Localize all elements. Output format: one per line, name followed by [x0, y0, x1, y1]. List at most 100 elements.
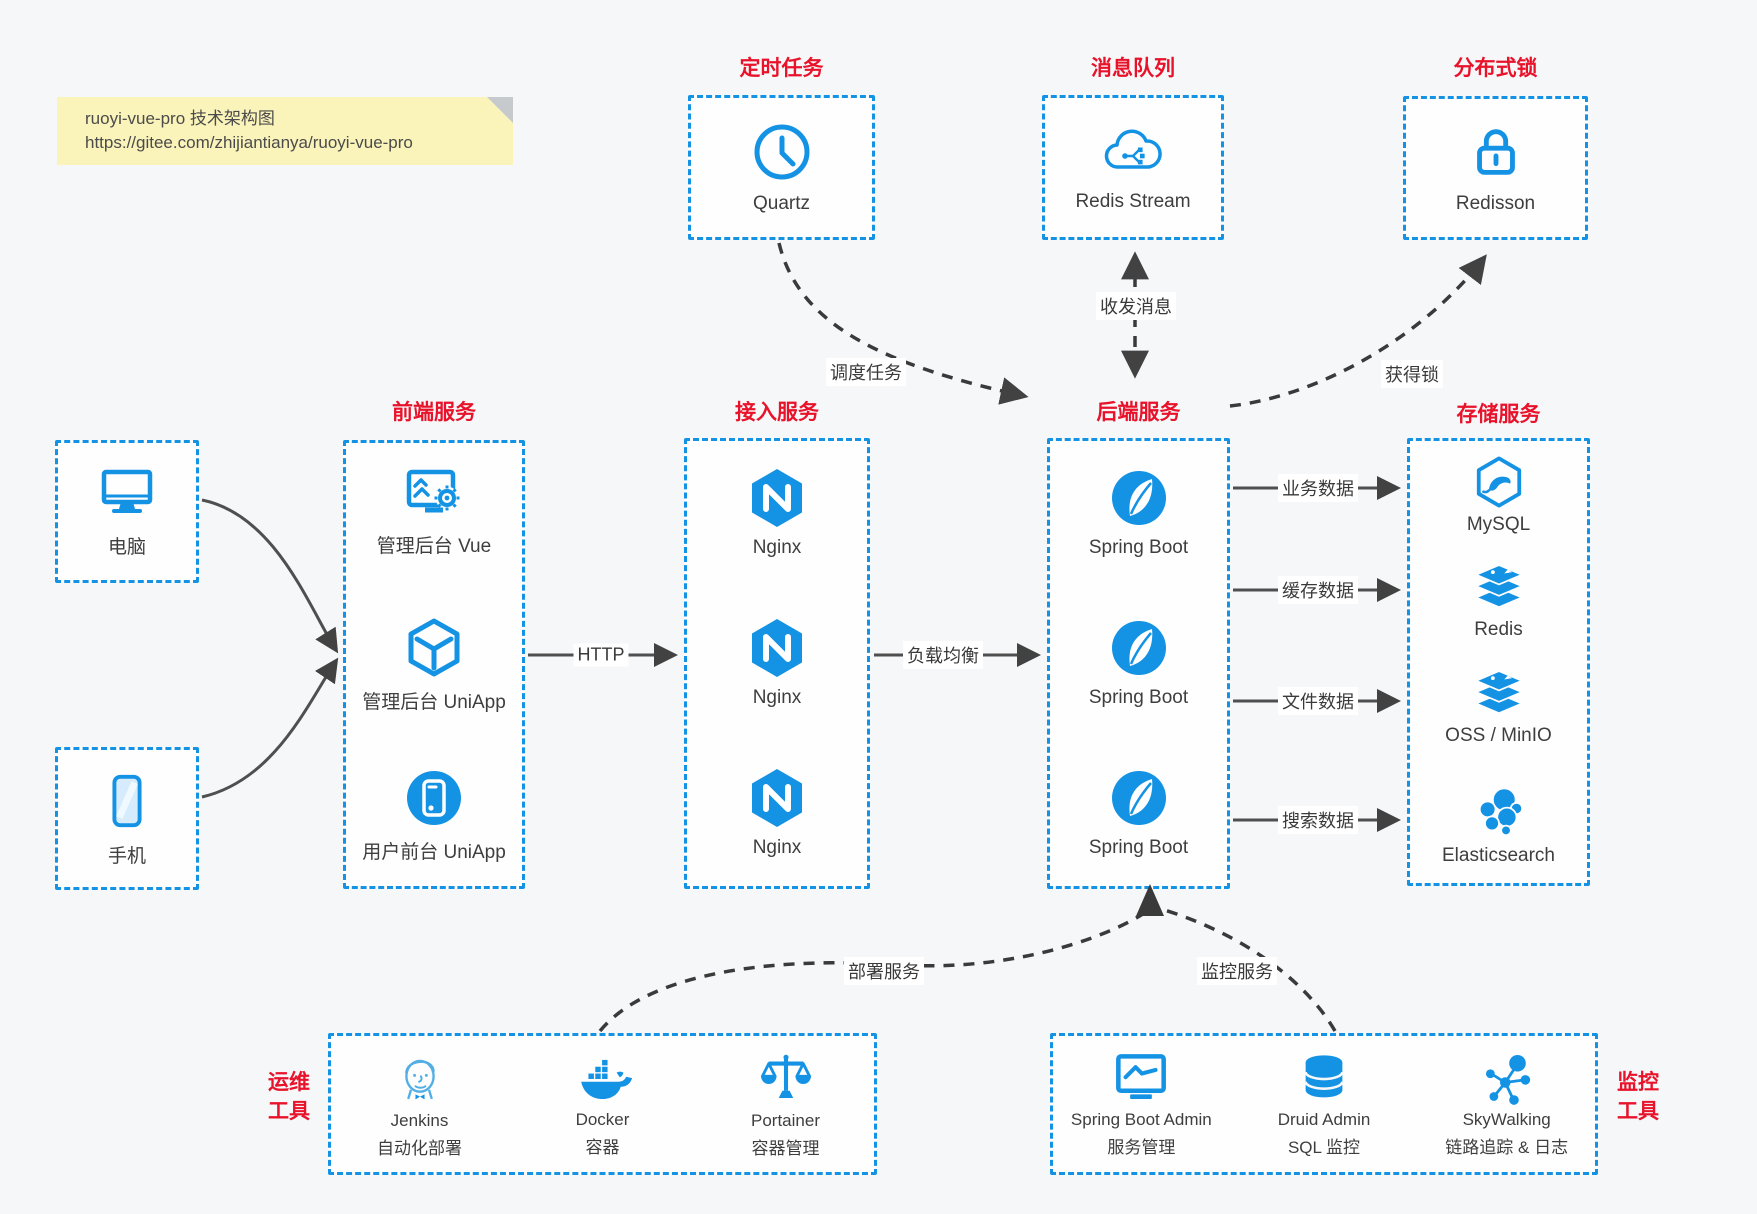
group-title-frontend: 前端服务	[392, 401, 476, 424]
node-elasticsearch: Elasticsearch	[1407, 784, 1590, 867]
node-nginx-3: Nginx	[684, 766, 870, 859]
node-oss-minio: OSS / MinIO	[1407, 666, 1590, 747]
sticky-note: ruoyi-vue-pro 技术架构图 https://gitee.com/zh…	[57, 97, 513, 165]
database-icon	[1304, 1054, 1344, 1097]
node-skywalking: SkyWalking 链路追踪 & 日志	[1415, 1051, 1598, 1158]
edge-label-schedule: 调度任务	[826, 358, 906, 386]
node-label: 管理后台 UniApp	[362, 692, 506, 713]
node-redis: Redis	[1407, 560, 1590, 641]
mysql-icon	[1476, 456, 1521, 508]
node-label: 管理后台 Vue	[376, 536, 492, 557]
node-admin-vue: 管理后台 Vue	[343, 466, 525, 558]
edge-label-http: HTTP	[573, 643, 629, 667]
box-ops-tools	[328, 1033, 877, 1175]
tool-desc: 容器	[585, 1137, 620, 1157]
ops-title-line2: 工具	[268, 1100, 310, 1123]
node-nginx-2: Nginx	[684, 616, 870, 709]
tool-name: Docker	[575, 1109, 630, 1129]
redis-stack-icon	[1473, 564, 1524, 609]
group-title-scheduled-tasks: 定时任务	[739, 57, 824, 80]
phone-icon	[112, 774, 142, 827]
node-label: Redis Stream	[1075, 191, 1191, 212]
cube-icon	[408, 618, 460, 677]
node-redis-stream: Redis Stream	[1042, 95, 1224, 240]
group-title-storage: 存储服务	[1456, 403, 1541, 426]
nginx-icon	[752, 619, 802, 677]
edge-label-search: 搜索数据	[1278, 806, 1358, 834]
clock-icon	[754, 124, 809, 180]
node-docker: Docker 容器	[511, 1051, 694, 1158]
node-label: OSS / MinIO	[1445, 725, 1552, 746]
node-quartz: Quartz	[688, 95, 875, 240]
monitor-tools-group: Spring Boot Admin 服务管理 Druid Admin SQL 监…	[1050, 1033, 1598, 1175]
edge-label-mq: 收发消息	[1096, 292, 1176, 320]
ops-tools-group: Jenkins 自动化部署 Docker 容器	[328, 1033, 877, 1175]
node-springboot-2: Spring Boot	[1047, 616, 1230, 709]
monitor-title-line2: 工具	[1617, 1100, 1659, 1123]
node-label: Quartz	[752, 193, 811, 214]
node-label: MySQL	[1466, 514, 1531, 535]
node-label: Redis	[1474, 619, 1523, 640]
node-springboot-admin: Spring Boot Admin 服务管理	[1050, 1051, 1233, 1158]
cloud-stream-icon	[1104, 129, 1162, 169]
nginx-icon	[752, 769, 802, 827]
node-label: Spring Boot	[1088, 687, 1189, 708]
node-redisson: Redisson	[1403, 96, 1588, 240]
edge-label-lock: 获得锁	[1381, 360, 1443, 388]
node-portainer: Portainer 容器管理	[694, 1050, 877, 1159]
tool-desc: 链路追踪 & 日志	[1445, 1137, 1569, 1157]
box-quartz	[688, 95, 875, 240]
node-label: Nginx	[752, 687, 802, 708]
node-label: Elasticsearch	[1442, 845, 1555, 866]
ops-title-line1: 运维	[268, 1071, 310, 1094]
edge-label-monitor: 监控服务	[1197, 957, 1277, 985]
box-redisson	[1403, 96, 1588, 240]
note-title: ruoyi-vue-pro 技术架构图	[85, 109, 275, 128]
node-label: Nginx	[752, 537, 802, 558]
monitor-chart-icon	[1116, 1053, 1167, 1099]
note-url: https://gitee.com/zhijiantianya/ruoyi-vu…	[85, 133, 413, 152]
edge-label-load-balance: 负载均衡	[903, 641, 983, 669]
admin-vue-icon	[406, 469, 460, 513]
node-nginx-1: Nginx	[684, 466, 870, 559]
group-title-access: 接入服务	[735, 401, 819, 424]
jenkins-icon	[404, 1059, 435, 1099]
nginx-icon	[752, 469, 802, 527]
desktop-icon	[101, 469, 153, 513]
edge-label-biz: 业务数据	[1278, 474, 1358, 502]
group-title-backend: 后端服务	[1096, 401, 1181, 424]
group-title-message-queue: 消息队列	[1091, 57, 1175, 80]
node-label: Redisson	[1455, 192, 1536, 214]
node-label: 用户前台 UniApp	[362, 842, 506, 863]
node-jenkins: Jenkins 自动化部署	[328, 1050, 511, 1159]
edge-phone-frontend	[201, 657, 339, 799]
app-circle-icon	[407, 771, 461, 825]
tool-name: Portainer	[751, 1110, 820, 1130]
lock-icon	[1476, 128, 1515, 175]
node-pc: 电脑	[55, 440, 199, 583]
node-phone: 手机	[55, 747, 199, 890]
tool-name: Spring Boot Admin	[1070, 1109, 1212, 1129]
group-title-distributed-lock: 分布式锁	[1453, 57, 1538, 80]
spring-icon	[1111, 621, 1166, 675]
tool-name: SkyWalking	[1462, 1109, 1551, 1129]
node-label: 电脑	[107, 536, 146, 558]
node-druid-admin: Druid Admin SQL 监控	[1233, 1051, 1416, 1158]
monitor-title-line1: 监控	[1617, 1071, 1659, 1094]
tool-desc: 自动化部署	[377, 1138, 462, 1158]
portainer-icon	[760, 1054, 811, 1098]
tool-desc: SQL 监控	[1287, 1137, 1361, 1157]
node-springboot-1: Spring Boot	[1047, 466, 1230, 559]
group-title-monitor-tools: 监控 工具	[1602, 1068, 1674, 1126]
node-label: 手机	[107, 845, 146, 867]
node-label: Spring Boot	[1088, 537, 1189, 558]
redis-stack-icon	[1473, 670, 1524, 715]
node-springboot-3: Spring Boot	[1047, 766, 1230, 859]
edge-label-file: 文件数据	[1278, 687, 1358, 715]
edge-label-deploy: 部署服务	[844, 957, 924, 985]
topology-icon	[1485, 1054, 1530, 1105]
tool-name: Jenkins	[390, 1110, 449, 1130]
node-admin-uniapp: 管理后台 UniApp	[343, 616, 525, 714]
tool-desc: 服务管理	[1107, 1137, 1176, 1157]
